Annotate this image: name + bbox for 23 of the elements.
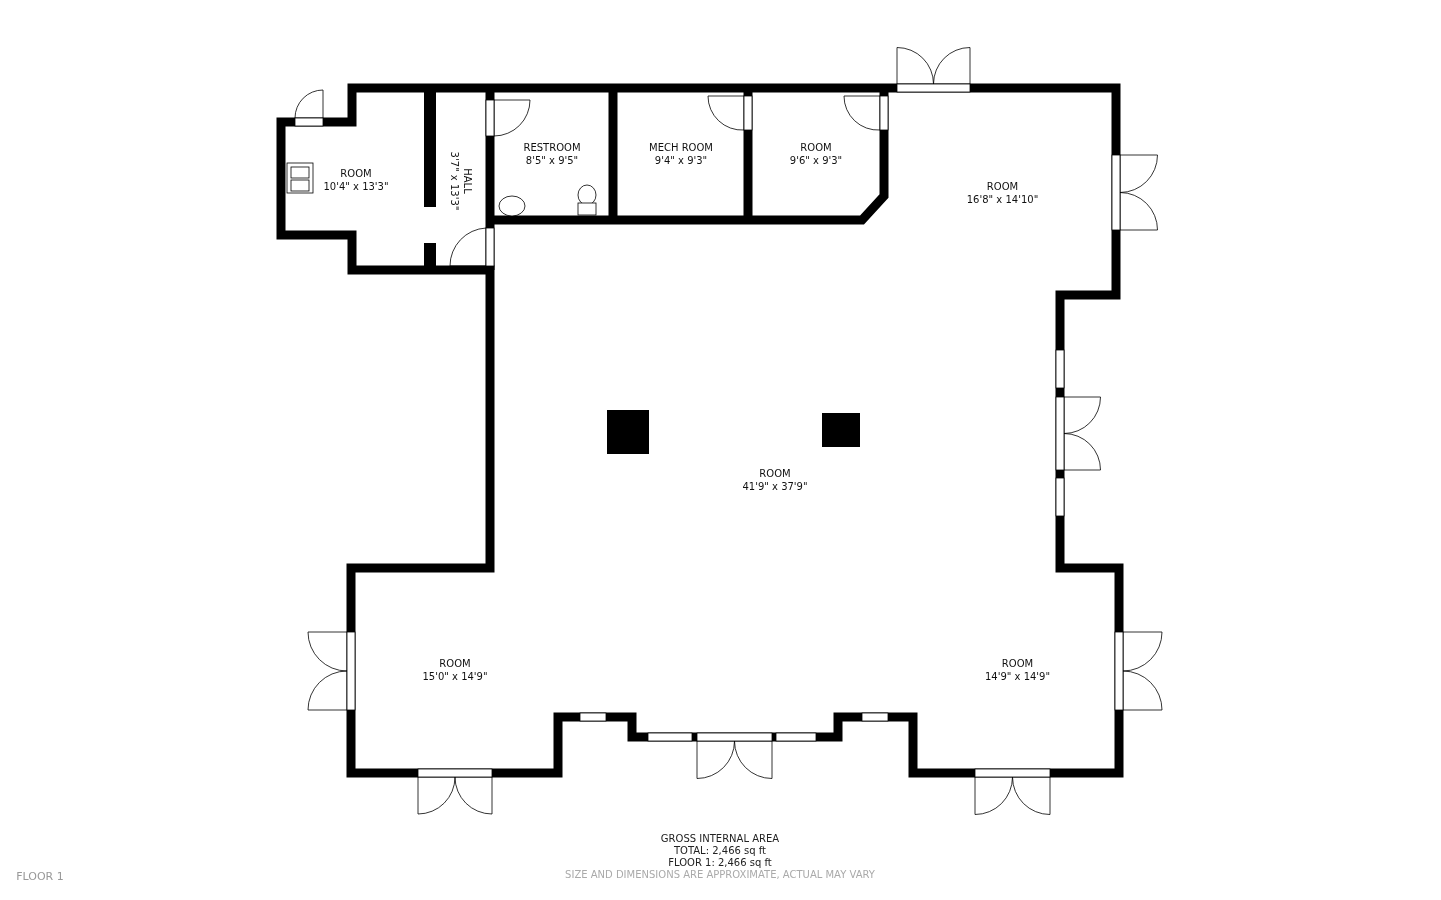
room-dimensions: 9'4" x 9'3" — [654, 153, 708, 167]
area-total: TOTAL: 2,466 sq ft — [673, 845, 767, 856]
disclaimer-note: SIZE AND DIMENSIONS ARE APPROXIMATE, ACTUAL MAY VARY — [565, 869, 875, 880]
room-dimensions: 3'7" x 13'3" — [448, 151, 461, 211]
room-name: ROOM — [800, 140, 832, 154]
room-name: HALL — [461, 168, 474, 194]
room-dimensions: 14'9" x 14'9" — [984, 670, 1051, 683]
room-name: ROOM — [759, 467, 791, 480]
room-dimensions: 16'8" x 14'10" — [966, 192, 1039, 206]
room-dimensions: 9'6" x 9'3" — [789, 153, 843, 167]
room-name: MECH ROOM — [649, 140, 713, 154]
room-dimensions: 15'0" x 14'9" — [422, 670, 488, 683]
room-name: ROOM — [340, 167, 372, 180]
floor-name: FLOOR 1 — [16, 870, 64, 883]
room-dimensions: 8'5" x 9'5" — [525, 153, 579, 167]
room-name: ROOM — [986, 179, 1019, 193]
area-heading: GROSS INTERNAL AREA — [660, 833, 780, 844]
room-name: ROOM — [439, 657, 471, 670]
area-floor: FLOOR 1: 2,466 sq ft — [668, 857, 772, 868]
room-name: RESTROOM — [523, 140, 581, 154]
room-dimensions: 10'4" x 13'3" — [323, 180, 389, 193]
room-dimensions: 41'9" x 37'9" — [742, 480, 808, 493]
room-name: ROOM — [1001, 657, 1034, 670]
